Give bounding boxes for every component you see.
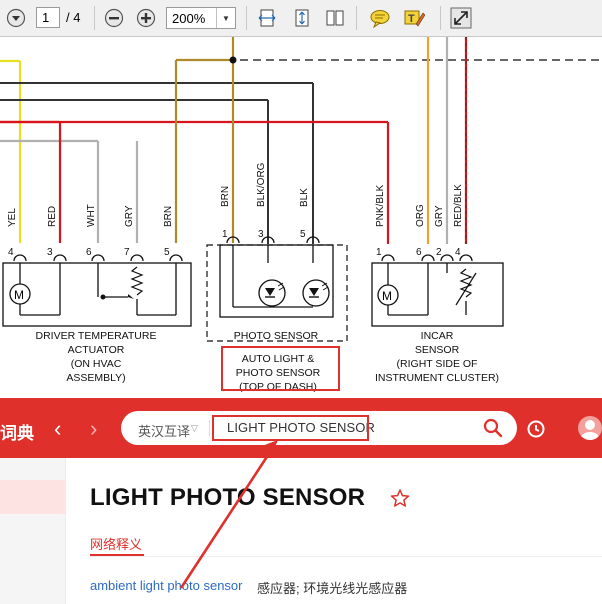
wire-label: ORG bbox=[415, 204, 426, 227]
star-icon[interactable] bbox=[390, 488, 410, 508]
pin-number: 6 bbox=[416, 247, 422, 258]
fit-page-button[interactable] bbox=[290, 6, 314, 30]
tab-active-indicator bbox=[90, 554, 144, 556]
pin-number: 2 bbox=[436, 247, 442, 258]
sidebar-item-active[interactable] bbox=[0, 480, 65, 514]
definition-term-link[interactable]: ambient light photo sensor bbox=[90, 578, 243, 593]
pin-number: 6 bbox=[86, 247, 92, 258]
chevron-down-icon[interactable]: ▽ bbox=[191, 423, 198, 433]
highlight-text-button[interactable]: T bbox=[402, 6, 426, 30]
history-icon[interactable] bbox=[526, 419, 546, 439]
wire-label: RED bbox=[47, 206, 58, 227]
pin-number: 4 bbox=[455, 247, 461, 258]
avatar[interactable] bbox=[578, 416, 602, 440]
pdf-toolbar: 1 / 4 200% ▼ bbox=[0, 0, 602, 37]
zoom-out-button[interactable] bbox=[102, 6, 126, 30]
pin-number: 3 bbox=[258, 229, 264, 240]
pin-number: 7 bbox=[124, 247, 130, 258]
component-label: (RIGHT SIDE OF bbox=[397, 358, 478, 370]
component-label: ACTUATOR bbox=[68, 344, 125, 356]
wire-label: BRN bbox=[163, 206, 174, 227]
page-number-input[interactable]: 1 bbox=[36, 7, 60, 28]
next-page-button[interactable] bbox=[4, 6, 28, 30]
svg-text:T: T bbox=[408, 13, 415, 25]
component-label: AUTO LIGHT & bbox=[242, 353, 315, 365]
component-label: PHOTO SENSOR bbox=[234, 330, 319, 342]
page-total: / 4 bbox=[66, 10, 81, 25]
wire-label: WHT bbox=[86, 204, 97, 227]
divider bbox=[209, 420, 210, 437]
component-label: (ON HVAC bbox=[71, 358, 122, 370]
expand-icon bbox=[450, 7, 472, 29]
component-label: INSTRUMENT CLUSTER) bbox=[375, 372, 499, 384]
dictionary-logo[interactable]: 词典 bbox=[0, 424, 34, 443]
wire-label: YEL bbox=[7, 208, 18, 227]
wire-label: BLK bbox=[299, 188, 310, 207]
fit-width-button[interactable] bbox=[255, 6, 279, 30]
back-arrow-icon[interactable]: ‹ bbox=[54, 416, 62, 441]
component-label: ASSEMBLY) bbox=[66, 372, 125, 384]
forward-arrow-icon[interactable]: › bbox=[90, 416, 98, 441]
two-page-icon bbox=[326, 10, 344, 26]
motor-icon: M bbox=[382, 289, 392, 303]
zoom-value: 200% bbox=[172, 11, 206, 26]
wire-label: PNK/BLK bbox=[375, 184, 386, 227]
page-number-value: 1 bbox=[42, 10, 50, 25]
zoom-out-icon bbox=[104, 8, 124, 28]
wiring-schematic: YEL RED WHT GRY BRN BRN BLK/ORG BLK PNK/… bbox=[0, 37, 602, 393]
zoom-in-icon bbox=[136, 8, 156, 28]
component-label: PHOTO SENSOR bbox=[236, 367, 321, 379]
wire-label: GRY bbox=[124, 205, 135, 227]
word-title: LIGHT PHOTO SENSOR bbox=[90, 484, 366, 511]
sidebar bbox=[0, 458, 66, 604]
pin-number: 5 bbox=[164, 247, 170, 258]
divider bbox=[90, 556, 602, 557]
dictionary-header: 词典 ‹ › 英汉互译 ▽ LIGHT PHOTO SENSOR bbox=[0, 398, 602, 458]
pin-number: 5 bbox=[300, 229, 306, 240]
two-page-view-button[interactable] bbox=[323, 6, 347, 30]
component-label: SENSOR bbox=[415, 344, 460, 356]
wiring-diagram: YEL RED WHT GRY BRN BRN BLK/ORG BLK PNK/… bbox=[0, 37, 602, 398]
chevron-down-icon[interactable]: ▼ bbox=[216, 8, 235, 28]
wire-label: GRY bbox=[434, 205, 445, 227]
search-bar[interactable]: 英汉互译 ▽ LIGHT PHOTO SENSOR bbox=[121, 411, 517, 445]
component-label: (TOP OF DASH) bbox=[239, 381, 317, 393]
user-icon bbox=[581, 420, 599, 440]
search-icon[interactable] bbox=[483, 418, 503, 438]
speech-bubble-icon bbox=[370, 10, 390, 28]
fit-page-icon bbox=[295, 9, 309, 27]
wire-label: BRN bbox=[220, 186, 231, 207]
definition-text: 感应器; 环境光线光感应器 bbox=[257, 581, 408, 596]
dictionary-content: LIGHT PHOTO SENSOR 网络释义 ambient light ph… bbox=[0, 458, 602, 604]
pin-number: 1 bbox=[376, 247, 382, 258]
arrow-down-circle-icon bbox=[6, 8, 26, 28]
language-select[interactable]: 英汉互译 bbox=[138, 424, 191, 439]
pin-number: 3 bbox=[47, 247, 53, 258]
pin-number: 4 bbox=[8, 247, 14, 258]
fit-width-icon bbox=[258, 9, 276, 27]
zoom-select[interactable]: 200% ▼ bbox=[166, 7, 236, 29]
zoom-in-button[interactable] bbox=[134, 6, 158, 30]
pin-number: 1 bbox=[222, 229, 228, 240]
comment-button[interactable] bbox=[368, 6, 392, 30]
search-input[interactable]: LIGHT PHOTO SENSOR bbox=[227, 420, 375, 435]
highlight-pen-icon: T bbox=[404, 10, 425, 27]
component-label: INCAR bbox=[421, 330, 454, 342]
motor-icon: M bbox=[14, 288, 24, 302]
wire-label: RED/BLK bbox=[453, 184, 464, 227]
wire-label: BLK/ORG bbox=[256, 162, 267, 207]
component-label: DRIVER TEMPERATURE bbox=[36, 330, 157, 342]
tab-web-definitions[interactable]: 网络释义 bbox=[90, 537, 143, 552]
fullscreen-button[interactable] bbox=[449, 6, 473, 30]
